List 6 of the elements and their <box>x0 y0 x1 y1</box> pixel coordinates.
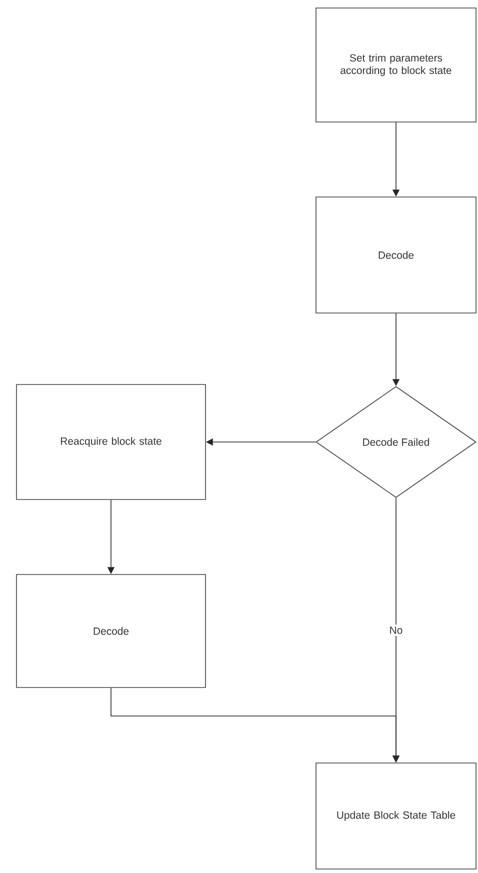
edge-label: No <box>387 624 405 636</box>
process-box: Decode <box>16 574 206 688</box>
process-box: Update Block State Table <box>316 762 476 870</box>
process-box: Decode <box>316 196 476 314</box>
process-box: Reacquire block state <box>16 384 206 500</box>
process-box: Set trim parameters according to block state <box>316 8 476 122</box>
